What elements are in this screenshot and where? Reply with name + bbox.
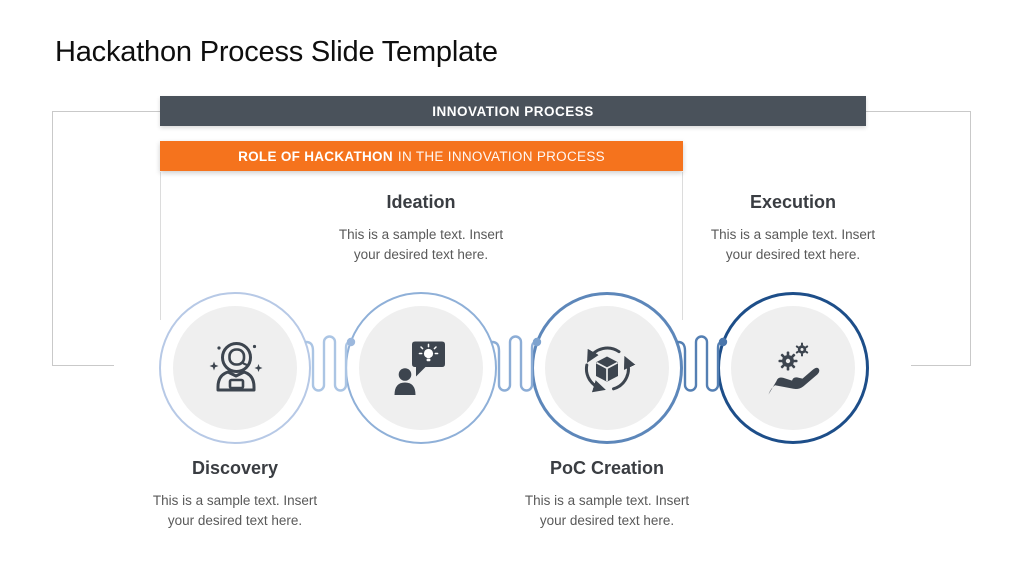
connector-discovery-ideation: [305, 335, 356, 392]
role-banner-bold-label: ROLE OF HACKATHON: [238, 148, 393, 164]
astronaut-icon: [209, 342, 263, 392]
step-label: Discovery: [191, 458, 279, 478]
cube-cycle-icon: [584, 346, 636, 393]
step-label: PoC Creation: [549, 458, 664, 478]
step-text-execution: Execution This is a sample text. Insert …: [693, 192, 893, 265]
step-description: This is a sample text. Insert your desir…: [152, 493, 318, 528]
slide-title: Hackathon Process Slide Template: [55, 36, 498, 68]
hand-gears-icon: [768, 342, 820, 395]
role-banner-rest-label: IN THE INNOVATION PROCESS: [397, 148, 605, 164]
step-circle-discovery: [159, 292, 311, 444]
connector-end-dot: [718, 337, 728, 347]
step-description: This is a sample text. Insert your desir…: [338, 227, 504, 262]
connector-end-dot: [532, 337, 542, 347]
connector-end-dot: [346, 337, 356, 347]
frame-border-left: [52, 111, 53, 366]
step-text-discovery: Discovery This is a sample text. Insert …: [135, 458, 335, 531]
panel-border-right: [682, 172, 683, 320]
step-description: This is a sample text. Insert your desir…: [524, 493, 690, 528]
panel-border-left: [160, 172, 161, 320]
circle-fill-execution: [731, 306, 855, 430]
frame-border-right: [970, 111, 971, 366]
frame-border-top-right-segment: [866, 111, 971, 112]
step-label: Execution: [749, 192, 837, 212]
step-text-poc-creation: PoC Creation This is a sample text. Inse…: [507, 458, 707, 531]
innovation-process-banner: INNOVATION PROCESS: [160, 96, 866, 126]
step-description: This is a sample text. Insert your desir…: [710, 227, 876, 262]
frame-border-bottom-right-segment: [911, 365, 971, 366]
innovation-process-banner-label: INNOVATION PROCESS: [432, 103, 594, 119]
circle-fill-discovery: [173, 306, 297, 430]
connector-ideation-poc: [491, 335, 542, 392]
idea-presentation-icon: [394, 341, 445, 395]
role-of-hackathon-banner: ROLE OF HACKATHON IN THE INNOVATION PROC…: [160, 141, 683, 171]
frame-border-top-left-segment: [52, 111, 160, 112]
step-label: Ideation: [386, 192, 456, 212]
connector-poc-execution: [677, 335, 728, 392]
step-text-ideation: Ideation This is a sample text. Insert y…: [321, 192, 521, 265]
frame-border-bottom-left-segment: [52, 365, 114, 366]
